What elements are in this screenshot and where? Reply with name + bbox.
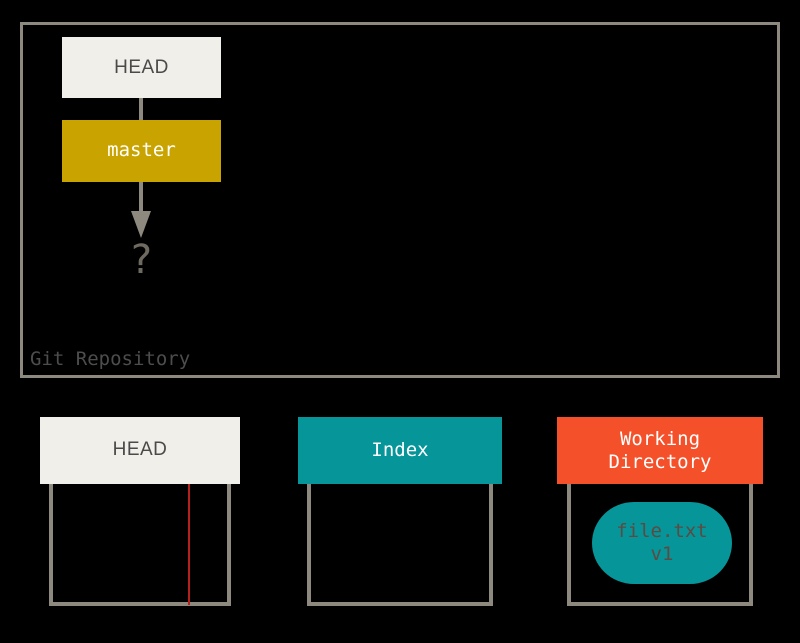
area-head-body bbox=[49, 484, 231, 606]
file-blob-label: file.txt v1 bbox=[616, 520, 708, 565]
arrow-shaft-master-to-unknown bbox=[139, 182, 143, 213]
area-index-label: Index bbox=[371, 439, 429, 462]
repo-head-ref-box: HEAD bbox=[62, 37, 221, 98]
repo-head-ref-label: HEAD bbox=[114, 56, 169, 78]
repo-master-branch-box: master bbox=[62, 120, 221, 182]
area-head-highlight-line bbox=[188, 484, 190, 605]
area-working-directory-body bbox=[567, 484, 753, 606]
arrow-head-icon bbox=[131, 211, 151, 238]
repo-master-branch-label: master bbox=[107, 139, 176, 162]
area-index-header: Index bbox=[298, 417, 502, 484]
file-blob-node: file.txt v1 bbox=[592, 502, 732, 584]
area-working-directory-header: Working Directory bbox=[557, 417, 763, 484]
area-working-directory-label: Working Directory bbox=[608, 428, 712, 473]
connector-head-to-master bbox=[139, 98, 143, 120]
area-head-label: HEAD bbox=[112, 439, 168, 461]
area-index-body bbox=[307, 484, 493, 606]
git-repository-frame bbox=[20, 22, 780, 378]
area-head-header: HEAD bbox=[40, 417, 240, 484]
unknown-commit-question-mark: ? bbox=[128, 237, 154, 283]
git-repository-label: Git Repository bbox=[30, 348, 191, 370]
